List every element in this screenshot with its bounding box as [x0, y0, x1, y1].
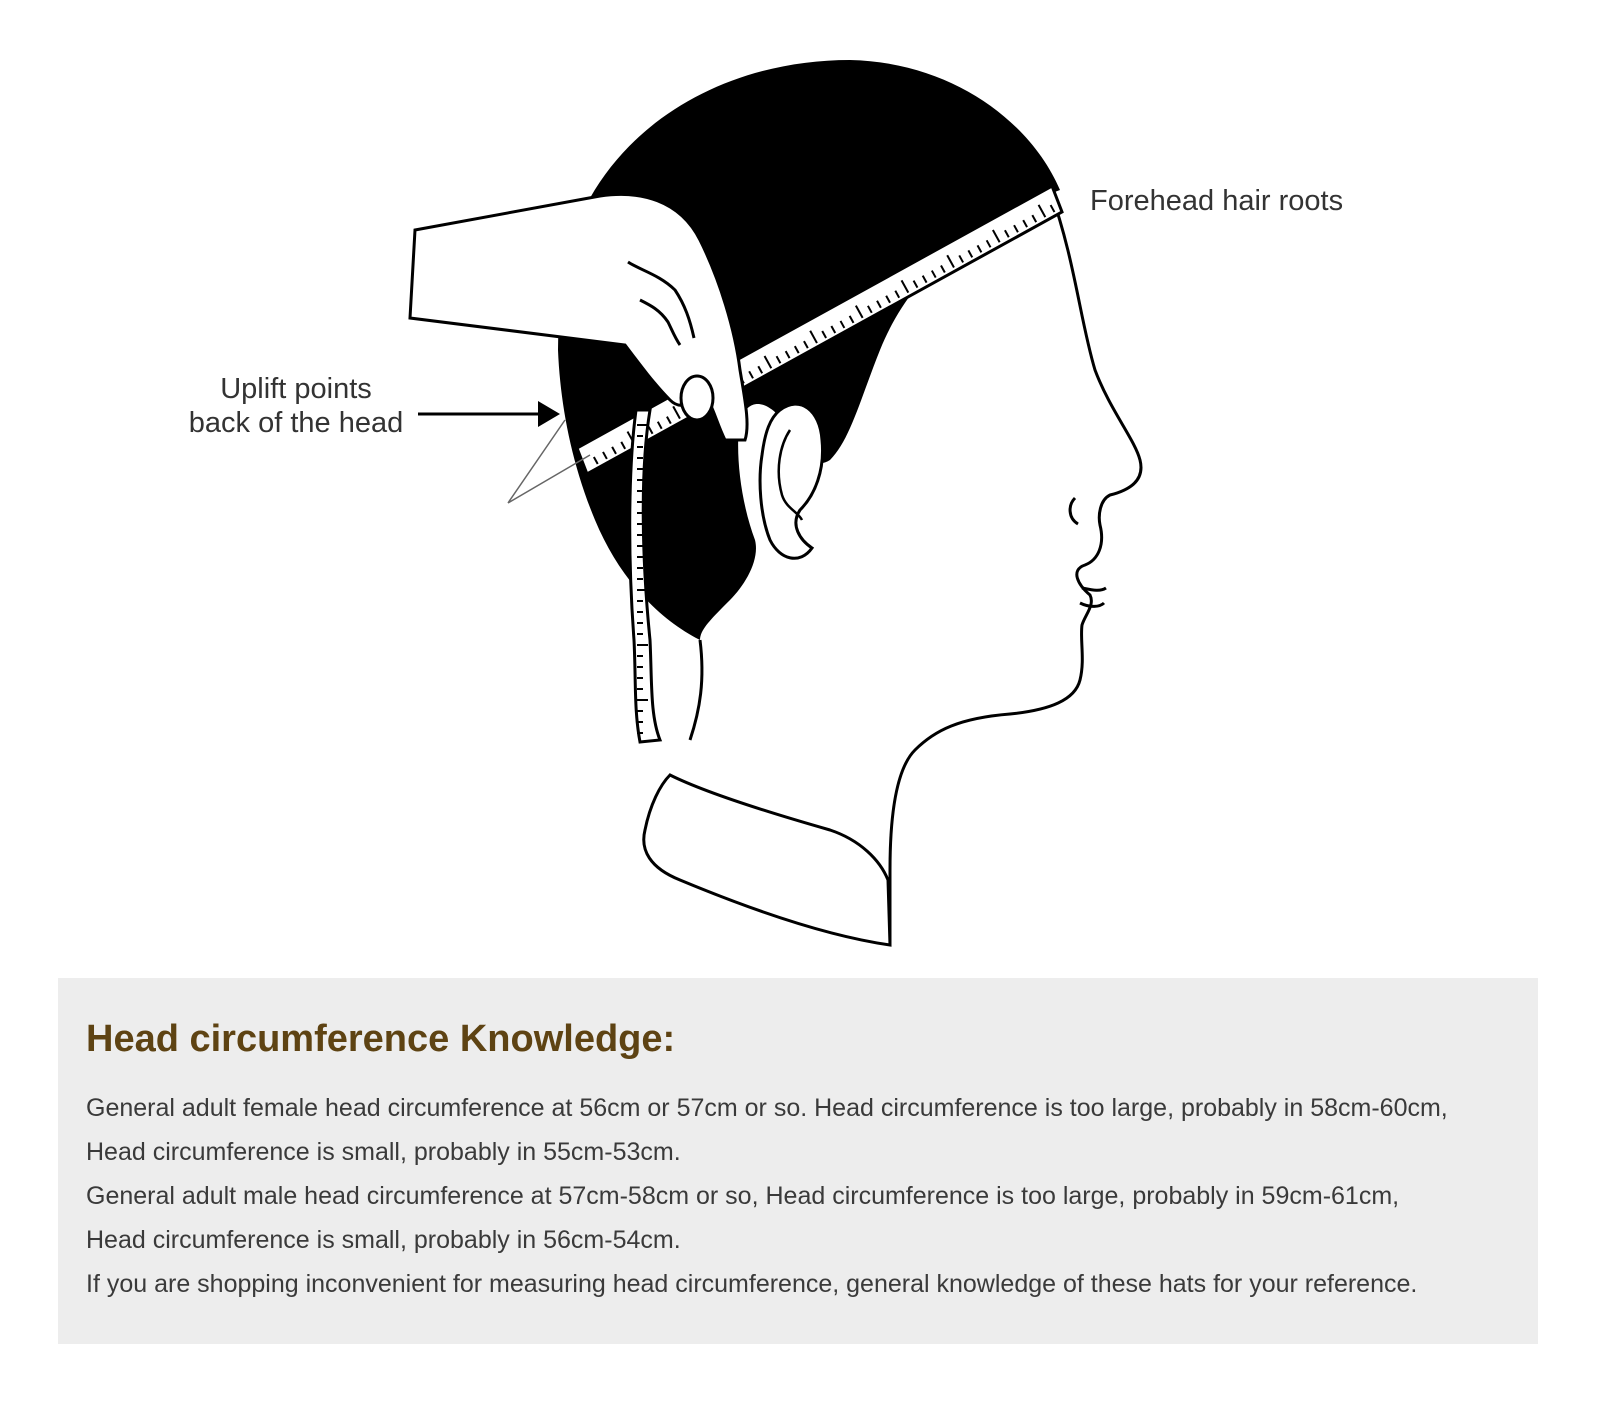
- info-title: Head circumference Knowledge:: [86, 1018, 676, 1060]
- tape-tick: [748, 370, 754, 379]
- ear-shape: [758, 402, 825, 560]
- tape-tick: [854, 305, 864, 319]
- neck-back-line: [688, 639, 704, 741]
- tape-tick: [921, 275, 928, 284]
- info-line-male-small: Head circumference is small, probably in…: [86, 1226, 681, 1254]
- head-circumference-info-panel: Head circumference Knowledge: General ad…: [58, 978, 1538, 1344]
- tape-tick: [976, 244, 983, 253]
- info-text: General adult female head circumference …: [86, 1086, 1526, 1306]
- tape-tick: [672, 405, 681, 420]
- tape-tick: [1013, 224, 1019, 233]
- tape-tick: [611, 446, 617, 455]
- tape-tick: [930, 270, 937, 279]
- tape-tick: [803, 340, 809, 349]
- tape-tick: [985, 239, 992, 248]
- tape-tick: [1037, 204, 1047, 218]
- head-measurement-illustration: Uplift points back of the head Forehead …: [186, 60, 1344, 947]
- tape-tick: [967, 249, 974, 258]
- tape-tick: [647, 426, 654, 435]
- ear-inner: [777, 429, 804, 521]
- tape-tick: [757, 365, 764, 374]
- info-line-female-size: General adult female head circumference …: [86, 1094, 1448, 1122]
- eye-mark: [1068, 496, 1079, 526]
- tape-tick: [1022, 219, 1028, 228]
- tape-tick: [1004, 229, 1010, 238]
- head-profile-icon: [888, 189, 1143, 945]
- tape-tick: [775, 355, 782, 364]
- tape-tick: [912, 280, 919, 289]
- tape-tick: [940, 265, 946, 273]
- tape-tick: [656, 421, 663, 430]
- tape-tick: [666, 416, 672, 425]
- tape-tick: [958, 254, 964, 263]
- info-line-female-small: Head circumference is small, probably in…: [86, 1138, 681, 1166]
- tape-tick: [894, 290, 901, 299]
- tape-tick: [830, 325, 837, 334]
- forehead-label: Forehead hair roots: [1090, 185, 1344, 217]
- tape-tick: [602, 451, 608, 460]
- tape-tick: [1031, 214, 1038, 223]
- tape-tick: [763, 355, 773, 369]
- tape-tick: [900, 279, 910, 294]
- back-head-pointer-lines: [507, 419, 591, 504]
- tape-tick: [809, 330, 818, 344]
- back-of-head-label: Uplift points back of the head: [186, 372, 406, 440]
- tape-tick: [784, 350, 791, 359]
- tape-tick: [1049, 204, 1056, 213]
- tape-tick: [946, 254, 955, 268]
- tape-tick: [620, 441, 627, 450]
- tape-tick: [867, 305, 873, 314]
- mouth-mark: [1079, 586, 1107, 608]
- info-line-reference: If you are shopping inconvenient for mea…: [86, 1270, 1418, 1298]
- tape-tick: [821, 330, 827, 339]
- tape-hanging-end: [628, 408, 663, 744]
- info-line-male-size: General adult male head circumference at…: [86, 1182, 1400, 1210]
- hand-icon: [408, 192, 749, 442]
- arrow-icon: [418, 401, 560, 427]
- tape-tick: [793, 345, 800, 354]
- tape-tick: [839, 320, 846, 329]
- tape-tick: [992, 229, 1001, 243]
- tape-tick: [885, 295, 891, 304]
- shoulder-shape: [642, 773, 892, 947]
- back-of-head-label-line2: back of the head: [188, 407, 404, 439]
- tape-tick: [592, 456, 599, 465]
- tape-tick: [848, 315, 855, 324]
- back-of-head-label-line1: Uplift points: [220, 373, 372, 405]
- tape-tick: [876, 300, 882, 309]
